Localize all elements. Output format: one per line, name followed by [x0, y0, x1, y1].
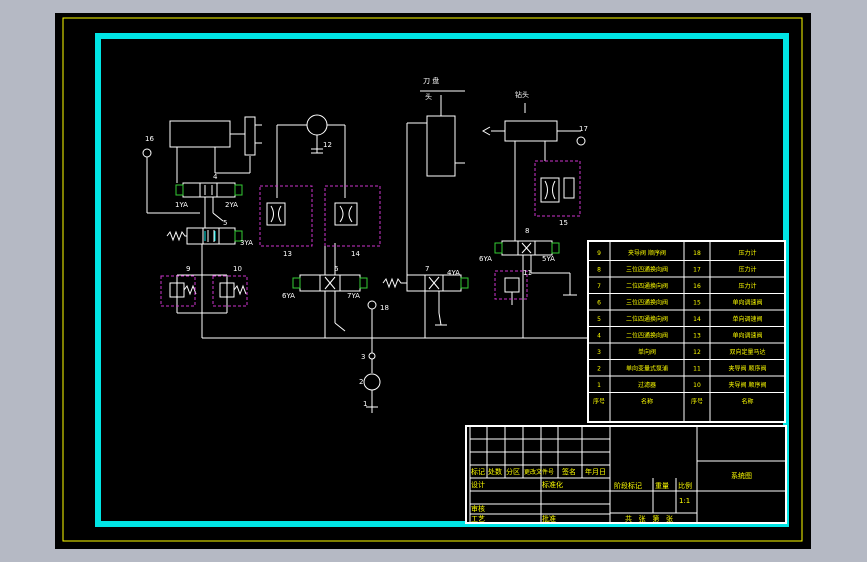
parts-row-name: 二位四通换向阀 [626, 332, 668, 340]
label-7: 7 [425, 265, 429, 273]
parts-row-name: 夹导阀 顺序阀 [729, 381, 767, 389]
parts-row-name: 压力计 [738, 282, 756, 290]
hydraulic-system-diagram: 16 17 12 13 14 15 18 3 2 1 4 5 6 7 8 9 1… [62, 17, 803, 542]
parts-row-name: 单向调速阀 [732, 332, 762, 340]
flow-valve-symbols [266, 177, 575, 226]
parts-row-name: 单向调速阀 [732, 299, 762, 307]
label-8: 8 [525, 227, 529, 235]
label-4ya: 4YA [447, 269, 460, 277]
label-press-top: 刀 盘 [423, 76, 439, 85]
parts-row-name: 单向阀 [638, 348, 656, 356]
parts-header-name: 名称 [641, 398, 653, 406]
label-18: 18 [380, 304, 389, 312]
tb-approve: 批准 [542, 515, 556, 523]
label-12: 12 [323, 141, 332, 149]
parts-row-name: 压力计 [738, 249, 756, 257]
hydraulic-lines [142, 90, 600, 413]
label-10: 10 [233, 265, 242, 273]
parts-row-name: 压力计 [738, 266, 756, 274]
parts-row-name: 二位四通换向阀 [626, 315, 668, 323]
label-9: 9 [186, 265, 190, 273]
parts-table: 9 夹导阀 顺序阀 18 压力计 8 三位四通换向阀 17 压力计 7 二位四通换向阀 16 压力计 6… [587, 240, 786, 423]
tb-count: 处数 [488, 468, 502, 476]
label-5ya: 5YA [542, 255, 555, 263]
label-2ya: 2YA [225, 201, 238, 209]
parts-row-name: 夹导阀 顺序阀 [729, 365, 767, 373]
parts-row-name: 三位四通换向阀 [626, 299, 668, 307]
label-6ya-right: 6YA [479, 255, 492, 263]
tb-standard: 标准化 [542, 481, 563, 489]
label-11: 11 [523, 269, 532, 277]
parts-row-no: 15 [693, 300, 701, 307]
tb-sheets: 共 张 第 张 [625, 515, 674, 523]
label-6: 6 [334, 265, 339, 273]
parts-row-no: 3 [597, 349, 601, 356]
parts-header-name: 名称 [741, 398, 753, 406]
solenoids [175, 184, 560, 289]
label-15: 15 [559, 219, 568, 227]
parts-row-no: 18 [693, 250, 701, 257]
tb-weight: 重量 [655, 482, 669, 490]
tb-scale: 1:1 [679, 497, 691, 505]
flow-valve-boxes [160, 160, 581, 307]
parts-row-name: 三位四通换向阀 [626, 266, 668, 274]
parts-row-no: 1 [597, 382, 601, 389]
parts-row-name: 过滤器 [638, 381, 656, 389]
title-block-text: 标记 处数 分区 更改文件号 签名 年月日 设计 标准化 阶段标记 重量 比例 … [55, 13, 811, 549]
title-block [465, 425, 787, 524]
parts-row-no: 4 [597, 333, 601, 340]
label-3ya: 3YA [240, 239, 253, 247]
label-1: 1 [363, 400, 367, 408]
label-5: 5 [223, 219, 227, 227]
tb-date: 年月日 [585, 468, 606, 476]
outer-frame [62, 17, 803, 542]
valve-arrows [204, 231, 216, 241]
parts-row-no: 11 [693, 366, 701, 373]
label-17: 17 [579, 125, 588, 133]
tb-drawing-name: 系统图 [731, 472, 752, 480]
tb-sign: 签名 [562, 468, 576, 476]
label-16: 16 [145, 135, 154, 143]
tb-change-doc: 更改文件号 [524, 469, 555, 476]
parts-row-no: 16 [693, 283, 701, 290]
tb-review: 审核 [471, 505, 485, 513]
parts-row-name: 单向调速阀 [732, 315, 762, 323]
tb-process: 工艺 [471, 515, 485, 523]
parts-header-no: 序号 [593, 398, 605, 406]
label-14: 14 [351, 250, 360, 258]
drawing-canvas: 16 17 12 13 14 15 18 3 2 1 4 5 6 7 8 9 1… [55, 13, 811, 549]
parts-row-no: 13 [693, 333, 701, 340]
parts-row-no: 17 [693, 267, 701, 274]
tb-design: 设计 [471, 481, 485, 489]
parts-row-name: 二位四通换向阀 [626, 282, 668, 290]
parts-row-no: 14 [693, 316, 701, 323]
parts-row-no: 5 [597, 316, 601, 323]
parts-row-no: 10 [693, 382, 701, 389]
tb-zone: 分区 [506, 468, 520, 476]
parts-row-no: 12 [693, 349, 701, 356]
parts-row-no: 6 [597, 300, 601, 307]
diagram-labels: 16 17 12 13 14 15 18 3 2 1 4 5 6 7 8 9 1… [145, 76, 588, 408]
parts-row-no: 9 [597, 250, 601, 257]
label-1ya: 1YA [175, 201, 188, 209]
tb-stage: 阶段标记 [614, 482, 642, 490]
label-6ya-mid: 6YA [282, 292, 295, 300]
label-press-head: 头 [425, 92, 432, 101]
parts-row-name: 双向定量马达 [729, 348, 765, 356]
tb-mark: 标记 [471, 468, 485, 476]
label-3: 3 [361, 353, 365, 361]
parts-row-name: 夹导阀 顺序阀 [628, 249, 666, 257]
label-7ya: 7YA [347, 292, 360, 300]
label-drill: 钻头 [515, 90, 529, 99]
label-4: 4 [213, 173, 218, 181]
parts-header-no: 序号 [691, 398, 703, 406]
parts-row-no: 7 [597, 283, 601, 290]
label-13: 13 [283, 250, 292, 258]
label-2: 2 [359, 378, 363, 386]
tb-scale-label: 比例 [678, 482, 692, 490]
parts-row-name: 单向变量式泵浦 [626, 365, 668, 373]
parts-row-no: 8 [597, 267, 601, 274]
parts-row-no: 2 [597, 366, 601, 373]
